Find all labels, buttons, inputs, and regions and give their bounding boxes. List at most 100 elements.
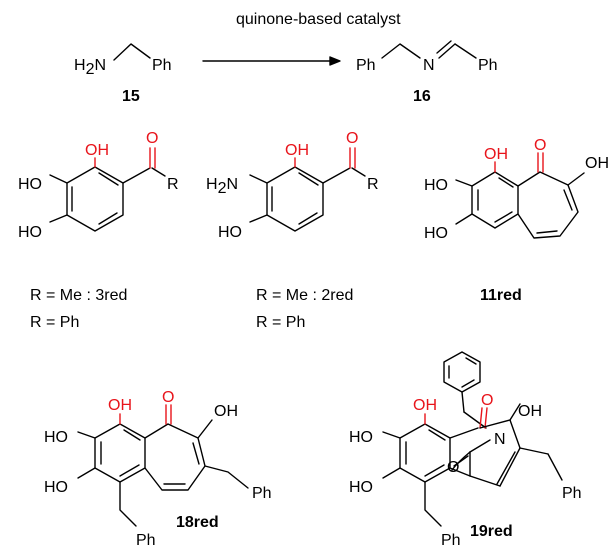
ring-double-bond	[98, 212, 118, 225]
carbonyl-bond	[479, 407, 483, 429]
compound-19red: OH HO HO O OH Ph N O Ph 19red	[349, 351, 582, 549]
r-label: R	[167, 176, 179, 193]
bond	[499, 447, 521, 487]
ho-bond	[382, 431, 401, 439]
ho-label: HO	[424, 177, 448, 194]
ring-double-bond	[536, 230, 558, 234]
ho-bond	[455, 179, 473, 187]
carbonyl-o-label: O	[146, 130, 158, 147]
benzyl-bond	[461, 391, 465, 413]
oh-right-label: OH	[585, 155, 609, 172]
bond-chain	[381, 43, 421, 59]
ho-bond	[49, 174, 68, 184]
ring-double-bond	[192, 442, 200, 465]
ho-label: HO	[44, 479, 68, 496]
oh-bond	[509, 403, 521, 421]
ho-label: HO	[424, 225, 448, 242]
oh-bond	[197, 419, 213, 439]
compound-15: H2N Ph 15	[74, 43, 172, 105]
ho-label: HO	[218, 224, 242, 241]
compound-number-15: 15	[122, 88, 140, 105]
caption-line-1: R = Me : 2red	[256, 287, 353, 304]
n-label: N	[494, 431, 506, 448]
oh-label: OH	[108, 397, 132, 414]
benzyl-bond	[463, 411, 487, 429]
nh2-bond	[249, 174, 268, 184]
bond-chain	[113, 43, 151, 61]
acyl-bond	[122, 167, 151, 184]
ph-right-label: Ph	[562, 485, 582, 502]
benzene-ring	[471, 171, 519, 229]
benzyl-bond	[547, 453, 563, 481]
compound-number-16: 16	[413, 88, 431, 105]
bond	[449, 427, 479, 439]
compound-16: Ph N Ph 16	[356, 40, 498, 105]
tropolone-ring	[144, 423, 206, 491]
ho-label: HO	[44, 429, 68, 446]
oh-label: OH	[413, 397, 437, 414]
caption-line-1: R = Me : 3red	[30, 287, 127, 304]
oh-label: OH	[85, 142, 109, 159]
ring-double-bond	[428, 429, 446, 441]
ring-double-bond	[119, 464, 140, 477]
compound-18red: O OH OH HO HO Ph Ph 18red	[44, 389, 272, 549]
double-bond-b	[436, 40, 452, 54]
benzyl-bond	[424, 481, 442, 527]
ho-bond	[77, 467, 96, 479]
bond	[469, 475, 501, 487]
r-bond	[351, 167, 366, 177]
ho-label: HO	[18, 176, 42, 193]
ring-double-bond	[465, 357, 477, 365]
ho-label: HO	[18, 224, 42, 241]
ring-double-bond	[298, 212, 318, 225]
ho-bond	[455, 213, 473, 225]
oh-label: OH	[285, 142, 309, 159]
benzene-ring	[266, 166, 324, 232]
oh-right-label: OH	[518, 403, 542, 420]
o-left-label: O	[447, 459, 459, 476]
compound-number-11red: 11red	[480, 287, 522, 304]
reaction-arrowhead	[329, 56, 341, 66]
carbonyl-bond	[484, 407, 488, 429]
ph-right-label: Ph	[252, 485, 272, 502]
carbonyl-o-label: O	[162, 389, 174, 406]
ho-label: HO	[349, 479, 373, 496]
reaction-row: quinone-based catalyst H2N Ph 15 Ph N Ph…	[74, 11, 498, 105]
acyl-bond	[322, 167, 351, 184]
ring-double-bond	[461, 379, 475, 388]
ring-double-bond	[98, 172, 119, 186]
double-bond-a	[438, 43, 456, 59]
ph-right-label: Ph	[478, 57, 498, 74]
benzyl-bond	[204, 465, 249, 489]
carbonyl-bond	[453, 455, 469, 467]
compound-11red: O OH OH HO HO 11red	[424, 137, 609, 304]
ph-bottom-label: Ph	[136, 532, 156, 549]
oh-bond	[567, 172, 585, 186]
n-label: N	[423, 57, 435, 74]
ho-bond	[382, 467, 401, 479]
bond	[469, 439, 491, 453]
carbonyl-o-label: O	[346, 130, 358, 147]
r-bond	[151, 167, 166, 177]
oh-label: OH	[484, 146, 508, 163]
benzyl-bond	[119, 481, 137, 527]
compound-number-18red: 18red	[176, 514, 219, 531]
compound-3red: OH HO HO O R R = Me : 3red R = Ph	[18, 130, 179, 331]
caption-line-2: R = Ph	[30, 314, 79, 331]
ph-label: Ph	[152, 57, 172, 74]
benzene-ring	[399, 423, 451, 483]
benzene-ring	[94, 423, 146, 483]
ho-bond	[249, 214, 268, 223]
ring-double-bond	[494, 211, 513, 223]
compound-2red: OH H2N HO O R R = Me : 2red R = Ph	[206, 130, 379, 331]
bond	[479, 419, 511, 429]
catalyst-label: quinone-based catalyst	[236, 11, 401, 28]
ho-bond	[49, 214, 68, 223]
r-label: R	[367, 176, 379, 193]
ring-double-bond	[123, 429, 141, 441]
benzene-ring	[66, 166, 124, 232]
ho-label: HO	[349, 429, 373, 446]
amine-label: H2N	[74, 57, 106, 78]
benzyl-bond	[519, 447, 549, 455]
